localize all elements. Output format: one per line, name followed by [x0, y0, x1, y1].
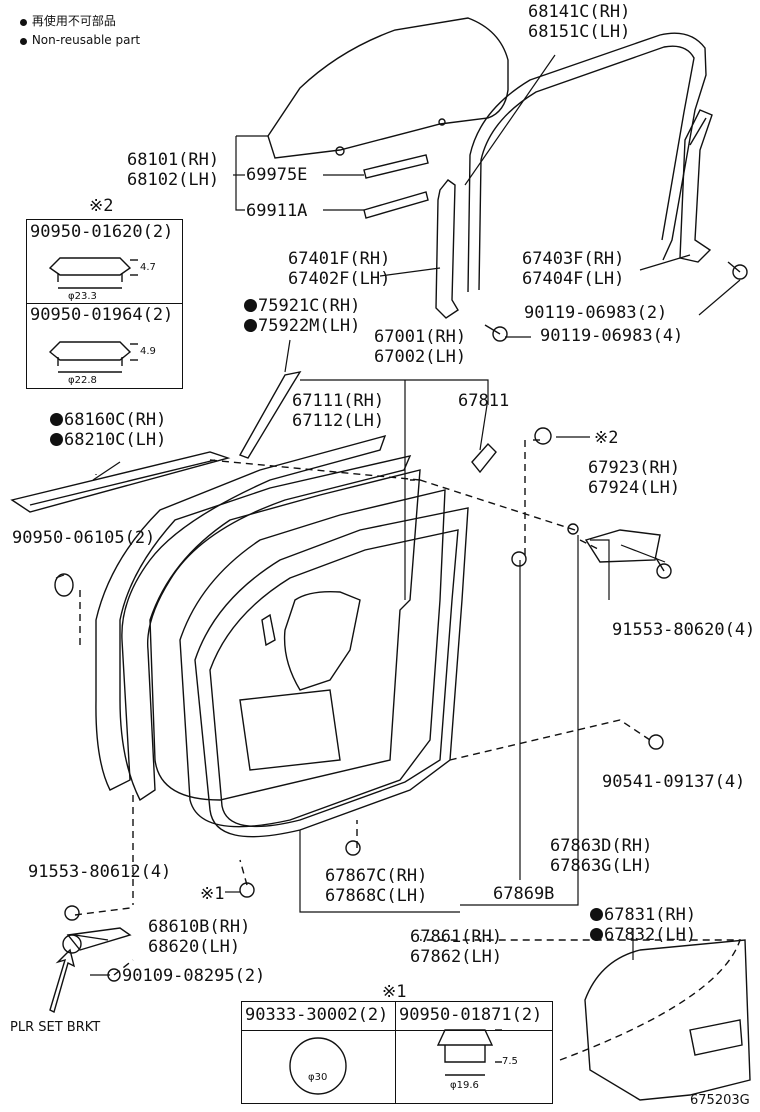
label-90950-06105: 90950-06105(2)	[12, 528, 156, 548]
box-x1-part2: 90950-01871(2)	[399, 1005, 543, 1025]
label-67401: 67401F(RH)	[288, 249, 391, 269]
legend-jp-text: 再使用不可部品	[31, 14, 116, 28]
non-reusable-icon	[590, 928, 603, 941]
non-reusable-icon	[50, 433, 63, 446]
front-lower-sash	[435, 179, 459, 319]
door-panels	[95, 434, 469, 838]
box-x1	[241, 1001, 553, 1104]
label-90541: 90541-09137(4)	[602, 772, 746, 792]
leader-lines	[55, 54, 741, 976]
non-reusable-icon	[590, 908, 603, 921]
illustration-code: 675203G	[690, 1093, 750, 1108]
legend-en-text: Non-reusable part	[31, 33, 141, 47]
non-reusable-icon	[244, 319, 257, 332]
ref-x1-label: ※1	[382, 982, 407, 1002]
label-67869: 67869B	[493, 884, 555, 904]
label-67832: 67832(LH)	[590, 925, 696, 945]
label-68141: 68141C(RH)	[528, 2, 631, 22]
door-glass	[267, 17, 509, 159]
label-67811: 67811	[458, 391, 510, 411]
legend-jp: 再使用不可部品	[20, 14, 116, 28]
hole-cover	[584, 939, 751, 1101]
box-x2-h1: 4.7	[140, 262, 156, 273]
service-cover-small	[471, 442, 497, 474]
belt-moulding	[10, 451, 231, 513]
plr-arrow	[49, 948, 76, 1014]
label-67001: 67001(RH)	[374, 327, 467, 347]
label-67863g: 67863G(LH)	[550, 856, 653, 876]
label-67002: 67002(LH)	[374, 347, 467, 367]
label-67402: 67402F(LH)	[288, 269, 391, 289]
glass-runs	[363, 154, 429, 219]
box-x2-part1: 90950-01620(2)	[30, 222, 174, 242]
label-67923: 67923(RH)	[588, 458, 681, 478]
box-x2-d1: φ23.3	[68, 291, 97, 302]
frame-garnish	[238, 370, 302, 459]
label-68102: 68102(LH)	[127, 170, 220, 190]
label-67867: 67867C(RH)	[325, 866, 428, 886]
label-67868: 67868C(LH)	[325, 886, 428, 906]
box-x2-d2: φ22.8	[68, 375, 97, 386]
label-67863d: 67863D(RH)	[550, 836, 653, 856]
rear-lower-sash	[679, 109, 713, 263]
label-68610: 68610B(RH)	[148, 917, 251, 937]
label-68160: 68160C(RH)	[50, 410, 166, 430]
non-reusable-icon	[244, 299, 257, 312]
label-67404: 67404F(LH)	[522, 269, 625, 289]
box-x1-part1: 90333-30002(2)	[245, 1005, 389, 1025]
label-67112: 67112(LH)	[292, 411, 385, 431]
label-68620: 68620(LH)	[148, 937, 241, 957]
label-68151: 68151C(LH)	[528, 22, 631, 42]
dashed-leaders	[74, 439, 741, 1061]
box-x2-part2: 90950-01964(2)	[30, 305, 174, 325]
label-67403: 67403F(RH)	[522, 249, 625, 269]
box-x1-d2: φ19.6	[450, 1080, 479, 1091]
label-67862: 67862(LH)	[410, 947, 503, 967]
box-x2-h2: 4.9	[140, 346, 156, 357]
label-plr-set-brkt: PLR SET BRKT	[10, 1020, 101, 1035]
non-reusable-icon	[50, 413, 63, 426]
door-check	[62, 927, 132, 954]
label-68210: 68210C(LH)	[50, 430, 166, 450]
box-x2-drawings	[48, 257, 138, 373]
label-90109: 90109-08295(2)	[122, 966, 266, 986]
bullet-icon	[20, 19, 27, 26]
ref-x1-small: ※1	[200, 884, 225, 904]
label-67111: 67111(RH)	[292, 391, 385, 411]
box-x1-h2: 7.5	[502, 1056, 518, 1067]
label-75922: 75922M(LH)	[244, 316, 360, 336]
label-91553-80620: 91553-80620(4)	[612, 620, 756, 640]
label-69911: 69911A	[246, 201, 308, 221]
label-75921: 75921C(RH)	[244, 296, 360, 316]
label-67924: 67924(LH)	[588, 478, 681, 498]
bolts	[64, 261, 748, 982]
ref-x2-label: ※2	[89, 196, 114, 216]
label-69975: 69975E	[246, 165, 308, 185]
plug	[54, 573, 74, 597]
box-x2	[26, 219, 183, 389]
label-68101: 68101(RH)	[127, 150, 220, 170]
ref-x2-small: ※2	[594, 428, 619, 448]
bullet-icon	[20, 38, 27, 45]
glass-run-channel	[467, 32, 707, 293]
label-90119-a: 90119-06983(2)	[524, 303, 668, 323]
trim-bracket	[584, 529, 661, 563]
legend-en: Non-reusable part	[20, 33, 140, 47]
label-67861: 67861(RH)	[410, 927, 503, 947]
label-90119-b: 90119-06983(4)	[540, 326, 684, 346]
label-67831: 67831(RH)	[590, 905, 696, 925]
box-x1-d1: φ30	[308, 1072, 328, 1083]
label-91553-80612: 91553-80612(4)	[28, 862, 172, 882]
